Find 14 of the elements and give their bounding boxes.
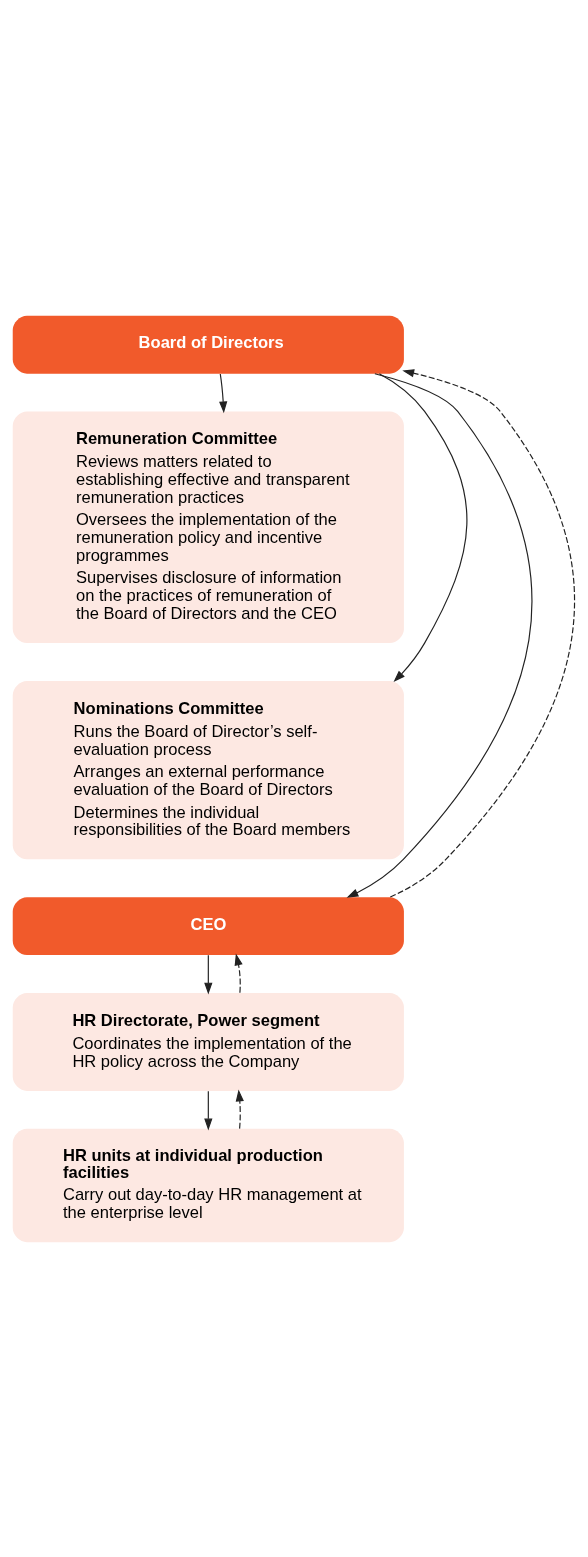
arrow: [346, 372, 533, 898]
arrow: [234, 953, 243, 993]
arrow: [378, 372, 468, 682]
arrow: [219, 372, 228, 413]
arrow: [204, 1090, 213, 1130]
arrow: [204, 954, 213, 994]
node-box: Nominations Committee Runs the Board of Director’s self-evaluation process Arranges an external performance evaluation of the Board of Directors Determines the individual responsibilities of the Board members: [12, 680, 404, 859]
arrow: [235, 1089, 244, 1129]
arrow: [389, 368, 576, 898]
node-box: Board of Directors: [12, 315, 404, 374]
node-box: Remuneration Committee Reviews matters related to establishing effective and transparent remuneration practices Oversees the implementation of the remuneration policy and incentive programmes Supervises disclosure of information on the practices of remuneration of the Board of Directors and the CEO: [12, 410, 404, 643]
node-box: HR Directorate, Power segment Coordinates the implementation of the HR policy across the Company: [12, 992, 404, 1091]
node-box: HR units at individual production facilities Carry out day-to-day HR management at the enterprise level: [12, 1128, 404, 1242]
node-box: CEO: [12, 896, 404, 955]
